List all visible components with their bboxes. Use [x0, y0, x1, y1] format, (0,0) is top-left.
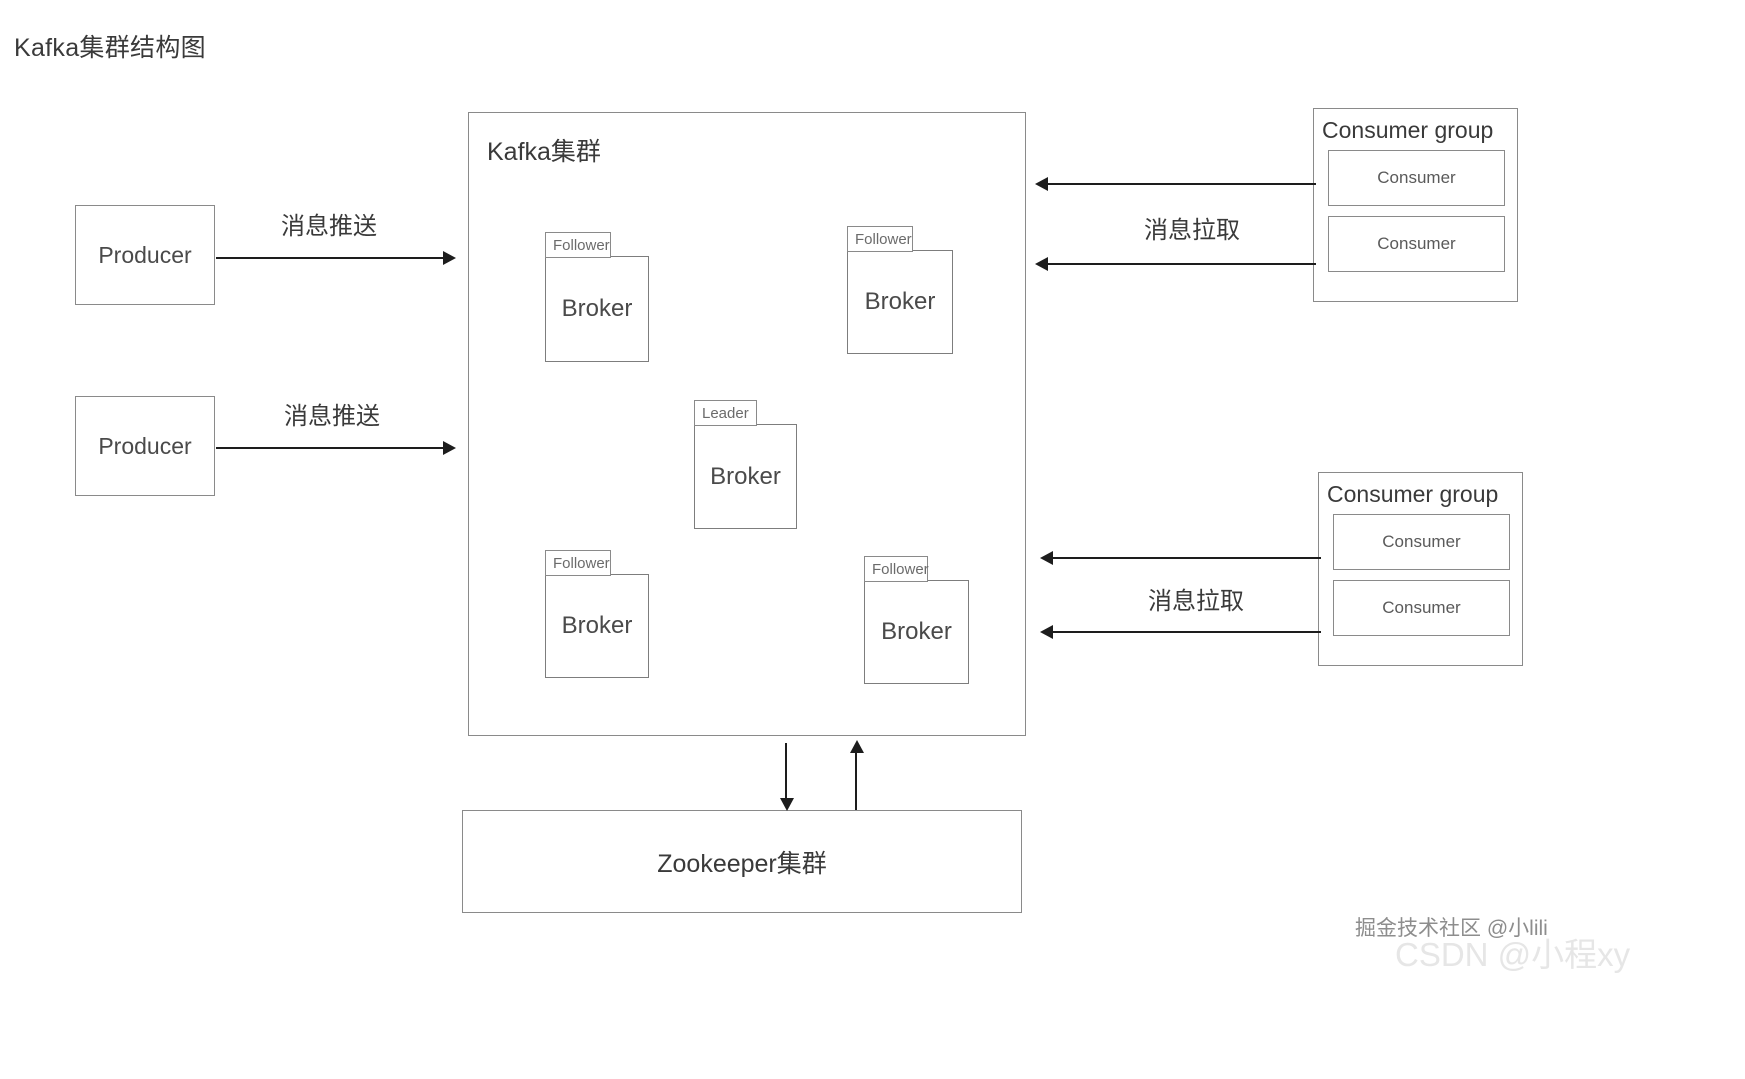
arrow-cluster-to-zookeeper: [785, 743, 787, 805]
broker-role-tab: Follower: [864, 556, 929, 582]
arrow-head-left-icon: [1040, 625, 1053, 639]
consumer-group-title: Consumer group: [1327, 481, 1499, 507]
edge-label-pull-2: 消息拉取: [1148, 588, 1244, 615]
broker-role-tab: Follower: [847, 226, 913, 252]
broker-role-tab: Leader: [694, 400, 757, 426]
arrow-zookeeper-to-cluster: [855, 748, 857, 810]
arrow-cgroup2-consumer1-to-cluster: [1053, 557, 1321, 559]
broker-role-tab: Follower: [545, 232, 611, 258]
arrow-head-up-icon: [850, 740, 864, 753]
arrow-head-right-icon: [443, 441, 456, 455]
consumer-group-2: Consumer group Consumer Consumer: [1318, 472, 1523, 666]
broker-label: Broker: [545, 574, 649, 678]
arrow-cgroup2-consumer2-to-cluster: [1053, 631, 1321, 633]
producer-box-2: Producer: [75, 396, 215, 496]
watermark-secondary: CSDN @小程xy: [1395, 936, 1631, 973]
arrow-head-down-icon: [780, 798, 794, 811]
edge-label-pull-1: 消息拉取: [1144, 217, 1240, 244]
arrow-producer2-to-cluster: [216, 447, 444, 449]
arrow-head-left-icon: [1040, 551, 1053, 565]
arrow-head-left-icon: [1035, 177, 1048, 191]
arrow-cgroup1-consumer2-to-cluster: [1048, 263, 1316, 265]
broker-label: Broker: [864, 580, 969, 684]
arrow-producer1-to-cluster: [216, 257, 444, 259]
broker-label: Broker: [694, 424, 797, 529]
arrow-cgroup1-consumer1-to-cluster: [1048, 183, 1316, 185]
zookeeper-box: Zookeeper集群: [462, 810, 1022, 913]
consumer-box: Consumer: [1328, 150, 1505, 206]
arrow-head-right-icon: [443, 251, 456, 265]
page-title: Kafka集群结构图: [14, 34, 206, 62]
broker-label: Broker: [847, 250, 953, 354]
consumer-box: Consumer: [1333, 580, 1510, 636]
edge-label-push-1: 消息推送: [281, 213, 377, 240]
consumer-box: Consumer: [1328, 216, 1505, 272]
kafka-cluster-label: Kafka集群: [487, 138, 601, 166]
broker-label: Broker: [545, 256, 649, 362]
consumer-box: Consumer: [1333, 514, 1510, 570]
producer-box-1: Producer: [75, 205, 215, 305]
consumer-group-1: Consumer group Consumer Consumer: [1313, 108, 1518, 302]
watermark-primary: 掘金技术社区 @小lili: [1355, 917, 1548, 940]
arrow-head-left-icon: [1035, 257, 1048, 271]
edge-label-push-2: 消息推送: [284, 403, 380, 430]
consumer-group-title: Consumer group: [1322, 117, 1494, 143]
broker-role-tab: Follower: [545, 550, 611, 576]
